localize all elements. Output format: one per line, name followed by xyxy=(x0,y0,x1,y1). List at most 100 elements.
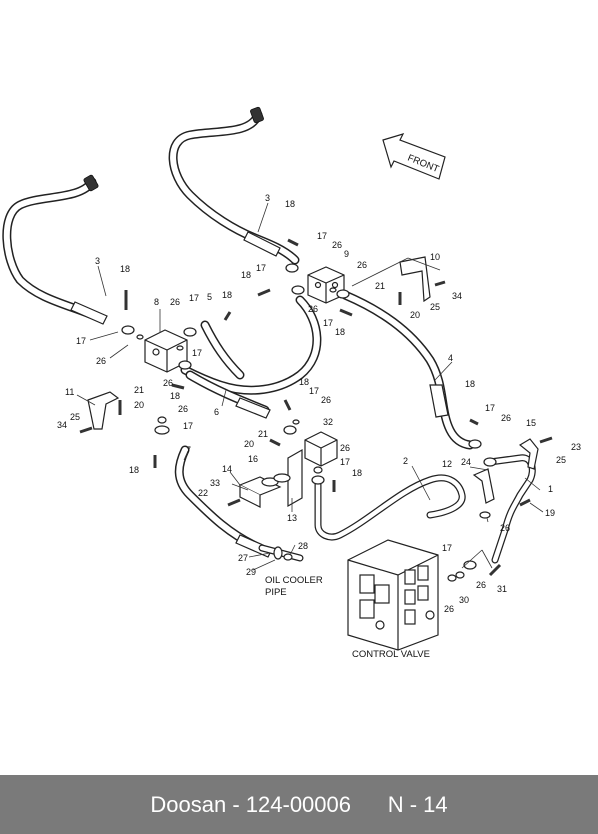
leader-lines xyxy=(76,202,544,571)
callout-26: 26 xyxy=(476,580,486,590)
oil-cooler-label-line2: PIPE xyxy=(265,587,287,598)
callout-17: 17 xyxy=(76,336,86,346)
callout-30: 30 xyxy=(459,595,469,605)
callout-25: 25 xyxy=(556,455,566,465)
callout-18: 18 xyxy=(285,199,295,209)
callout-29: 29 xyxy=(246,567,256,577)
callout-12: 12 xyxy=(442,459,452,469)
callout-18: 18 xyxy=(352,468,362,478)
bracket-10 xyxy=(399,256,431,303)
callout-18: 18 xyxy=(120,264,130,274)
callout-19: 19 xyxy=(545,508,555,518)
callout-20: 20 xyxy=(410,310,420,320)
callout-26: 26 xyxy=(308,304,318,314)
callout-20: 20 xyxy=(134,400,144,410)
callout-26: 26 xyxy=(340,443,350,453)
pipe-2 xyxy=(314,474,466,541)
callout-26: 26 xyxy=(444,604,454,614)
hydraulic-piping-diagram: FRONT OIL COOLER PIPE CONTROL VALVE xyxy=(2,106,581,660)
callout-17: 17 xyxy=(192,348,202,358)
control-valve xyxy=(347,539,439,651)
callout-17: 17 xyxy=(442,543,452,553)
bracket-12 xyxy=(472,468,495,504)
callout-6: 6 xyxy=(214,407,219,417)
callout-31: 31 xyxy=(497,584,507,594)
callout-3-left: 3 xyxy=(95,256,100,266)
callout-25: 25 xyxy=(70,412,80,422)
callout-26: 26 xyxy=(321,395,331,405)
hose-3-left xyxy=(2,174,108,325)
footer-brand: Doosan xyxy=(150,791,227,817)
callout-17: 17 xyxy=(256,263,266,273)
callout-26: 26 xyxy=(170,297,180,307)
callout-10: 10 xyxy=(430,252,440,262)
hose-5 xyxy=(200,320,245,380)
block-9 xyxy=(307,266,345,304)
callout-24: 24 xyxy=(461,457,471,467)
callout-34: 34 xyxy=(452,291,462,301)
callout-34: 34 xyxy=(57,420,67,430)
callouts: 3 3 18 18 17 26 9 17 18 26 10 21 34 25 2… xyxy=(57,193,581,614)
footer-separator: - xyxy=(226,791,246,817)
callout-21: 21 xyxy=(134,385,144,395)
clamp-14 xyxy=(238,476,282,508)
callout-23: 23 xyxy=(571,442,581,452)
callout-33: 33 xyxy=(210,478,220,488)
pipe-1 xyxy=(486,454,536,564)
callout-14: 14 xyxy=(222,464,232,474)
callout-18: 18 xyxy=(222,290,232,300)
callout-32: 32 xyxy=(323,417,333,427)
front-arrow: FRONT xyxy=(382,133,446,180)
callout-17: 17 xyxy=(340,457,350,467)
callout-16: 16 xyxy=(248,454,258,464)
callout-26: 26 xyxy=(163,378,173,388)
hose-6 xyxy=(180,295,322,419)
bracket-15 xyxy=(518,438,539,470)
callout-26: 26 xyxy=(178,404,188,414)
callout-13: 13 xyxy=(287,513,297,523)
callout-25: 25 xyxy=(430,302,440,312)
footer-gap xyxy=(351,792,388,818)
clamp-16 xyxy=(261,473,291,487)
callout-20: 20 xyxy=(244,439,254,449)
footer-bar: Doosan - 124-00006 N - 14 xyxy=(0,775,598,834)
callout-5: 5 xyxy=(207,292,212,302)
callout-18: 18 xyxy=(299,377,309,387)
callout-17: 17 xyxy=(309,386,319,396)
callout-17: 17 xyxy=(485,403,495,413)
callout-17: 17 xyxy=(323,318,333,328)
callout-1: 1 xyxy=(548,484,553,494)
fittings xyxy=(121,263,497,582)
callout-17: 17 xyxy=(189,293,199,303)
callout-26: 26 xyxy=(500,523,510,533)
block-32 xyxy=(304,431,338,467)
callout-7: 7 xyxy=(186,445,191,455)
callout-17: 17 xyxy=(317,231,327,241)
callout-4: 4 xyxy=(448,353,453,363)
callout-21: 21 xyxy=(375,281,385,291)
bolts xyxy=(79,238,553,577)
callout-26: 26 xyxy=(96,356,106,366)
callout-17: 17 xyxy=(183,421,193,431)
callout-8: 8 xyxy=(154,297,159,307)
bracket-11 xyxy=(87,391,120,430)
callout-18: 18 xyxy=(465,379,475,389)
callout-15: 15 xyxy=(526,418,536,428)
callout-26: 26 xyxy=(357,260,367,270)
callout-21: 21 xyxy=(258,429,268,439)
callout-2: 2 xyxy=(403,456,408,466)
callout-11: 11 xyxy=(65,387,74,397)
hose-4 xyxy=(340,290,475,450)
oil-cooler-label-line1: OIL COOLER xyxy=(265,575,323,586)
callout-22: 22 xyxy=(198,488,208,498)
callout-26: 26 xyxy=(501,413,511,423)
oil-cooler-pipe-end xyxy=(258,544,304,562)
clamp-13 xyxy=(287,448,303,508)
callout-3-right: 3 xyxy=(265,193,270,203)
callout-27: 27 xyxy=(238,553,248,563)
callout-18: 18 xyxy=(170,391,180,401)
callout-18: 18 xyxy=(129,465,139,475)
callout-18: 18 xyxy=(335,327,345,337)
footer-page-ref: N - 14 xyxy=(387,791,448,817)
